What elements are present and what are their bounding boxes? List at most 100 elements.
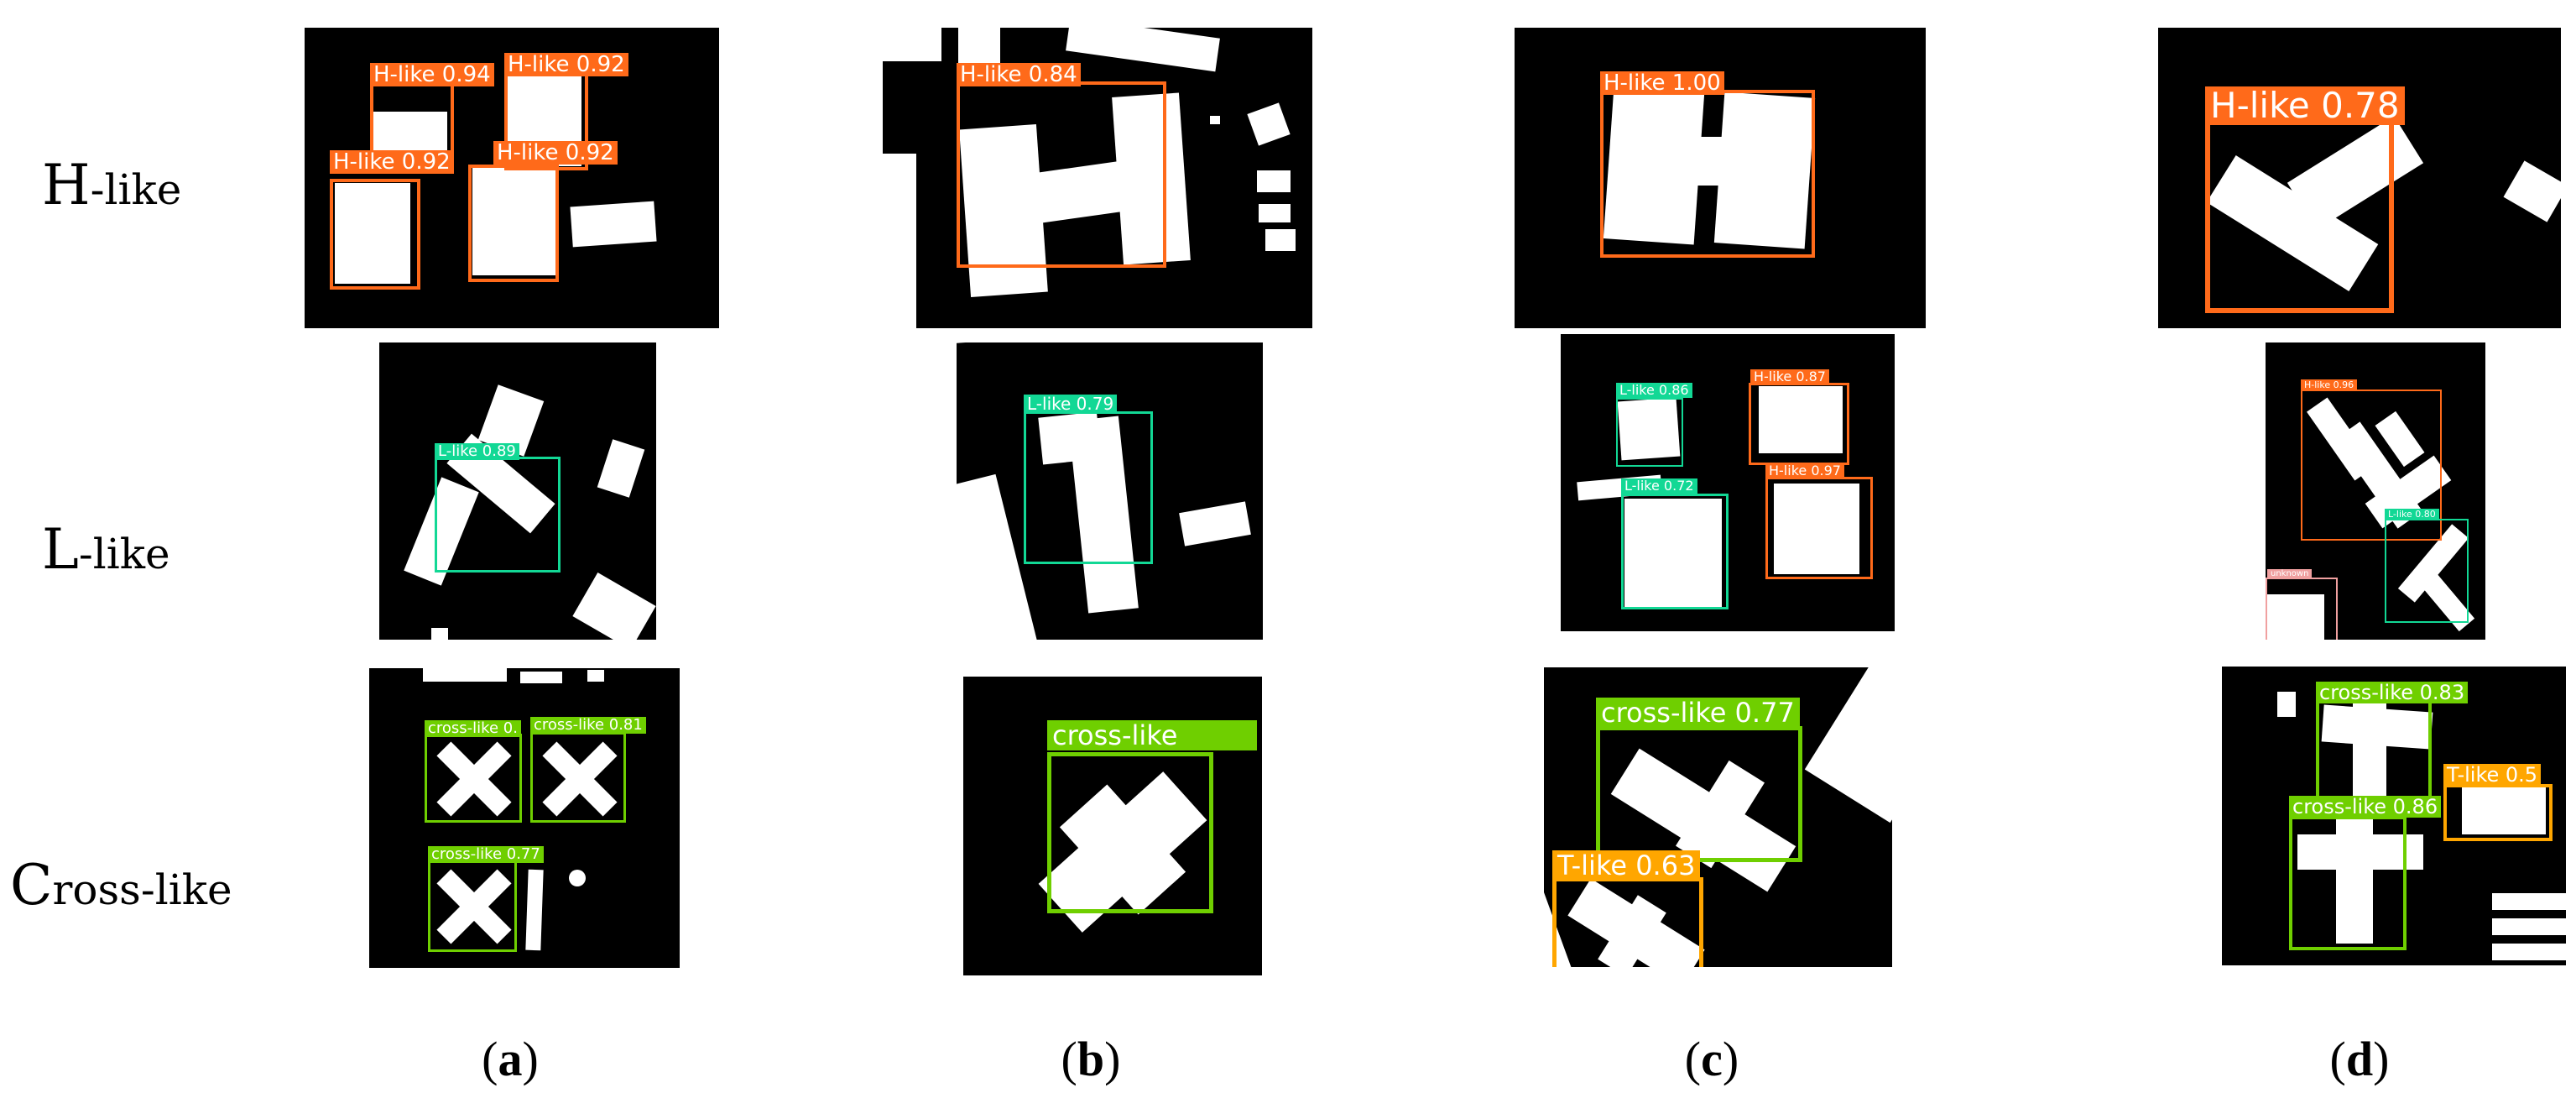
detection-box <box>1047 752 1213 913</box>
row-label-cross-like: Cross-like <box>10 858 287 913</box>
building <box>431 628 448 640</box>
detection-label: cross-like 0.83 <box>2316 682 2469 703</box>
background-wedge <box>1804 667 1892 824</box>
detection-box <box>425 734 522 823</box>
detection-label: H-like 0.96 <box>2301 379 2358 390</box>
detection-label: cross-like 0.77 <box>1596 698 1800 728</box>
paren-open: ( <box>482 1032 498 1086</box>
detection-label: H-like 0.92 <box>493 141 618 165</box>
detection-label: H-like 1.00 <box>1600 71 1724 95</box>
column-letter: a <box>498 1032 523 1086</box>
building <box>597 439 645 498</box>
row-label-rest: ross-like <box>52 865 232 914</box>
detection-label: L-like 0.80 <box>2385 509 2439 520</box>
building <box>2266 594 2324 640</box>
row-label-main: C <box>10 853 53 918</box>
building <box>2277 692 2296 717</box>
row-label-rest: -like <box>90 165 182 214</box>
detection-box <box>1596 726 1802 862</box>
detection-box <box>1765 477 1873 579</box>
paren-close: ) <box>2373 1032 2390 1086</box>
detection-box <box>428 860 517 952</box>
building <box>1759 386 1843 453</box>
building <box>587 670 604 682</box>
building <box>2492 918 2566 935</box>
panel-cross-like-b: cross-like <box>963 677 1262 975</box>
building <box>335 183 410 284</box>
detection-label: L-like 0.79 <box>1024 395 1118 413</box>
building <box>1265 229 1296 251</box>
detection-label: L-like 0.89 <box>435 443 519 460</box>
detection-label: cross-like 0.81 <box>530 717 646 734</box>
building <box>570 201 657 248</box>
detection-box <box>957 81 1166 268</box>
detection-box <box>1621 494 1729 609</box>
paren-open: ( <box>1061 1032 1077 1086</box>
building <box>1066 28 1220 72</box>
column-letter: d <box>2345 1032 2374 1086</box>
detection-box <box>2266 578 2338 640</box>
column-label-b: (b) <box>1061 1031 1121 1087</box>
detection-box <box>1749 383 1849 465</box>
detection-label: L-like 0.86 <box>1616 383 1692 398</box>
detection-label: H-like 0.87 <box>1750 369 1829 384</box>
detection-box <box>1616 398 1683 467</box>
detection-label: T-like 0.5 <box>2443 764 2542 786</box>
panel-h-like-b: H-like 0.84 <box>883 28 1312 328</box>
detection-box <box>2205 118 2394 313</box>
building <box>1259 204 1291 222</box>
panel-l-like-d: H-like 0.96 L-like 0.80 unknown <box>2266 342 2485 640</box>
detection-box <box>530 732 626 823</box>
detection-label: cross-like 0.77 <box>428 846 544 863</box>
building <box>472 166 556 275</box>
building <box>2462 784 2546 834</box>
paren-open: ( <box>2329 1032 2346 1086</box>
paren-open: ( <box>1684 1032 1702 1086</box>
row-label-main: L <box>42 517 79 582</box>
building <box>2353 692 2386 801</box>
panel-h-like-c: H-like 1.00 <box>1515 28 1926 328</box>
paren-close: ) <box>522 1032 539 1086</box>
detection-box <box>2289 816 2407 950</box>
detection-box <box>1024 411 1153 564</box>
detection-box <box>330 179 420 290</box>
background-wedge <box>957 342 1000 345</box>
detection-label: L-like 0.72 <box>1621 478 1697 494</box>
detection-label: unknown <box>2267 569 2313 579</box>
detection-label: H-like 0.97 <box>1765 463 1844 478</box>
paren-close: ) <box>1104 1032 1121 1086</box>
detection-label: H-like 0.84 <box>957 63 1081 86</box>
building <box>520 672 562 683</box>
building <box>883 154 916 328</box>
building <box>2492 944 2566 960</box>
building <box>1774 484 1859 574</box>
panel-cross-like-c: cross-like 0.77 T-like 0.63 <box>1544 667 1892 967</box>
building <box>572 573 656 640</box>
panel-l-like-a: L-like 0.89 <box>379 342 656 640</box>
panel-cross-like-a: cross-like 0. cross-like 0.81 cross-like… <box>369 668 680 968</box>
detection-label: H-like 0.78 <box>2205 86 2405 125</box>
column-letter: b <box>1077 1032 1105 1086</box>
detection-box <box>1552 877 1703 967</box>
column-label-a: (a) <box>482 1031 539 1087</box>
detection-label: T-like 0.63 <box>1552 850 1701 881</box>
detection-box <box>2301 390 2442 541</box>
building <box>569 870 586 886</box>
panel-h-like-d: H-like 0.78 <box>2158 28 2561 328</box>
row-label-rest: -like <box>78 530 170 578</box>
building <box>1179 501 1251 546</box>
building <box>1624 499 1722 608</box>
panel-cross-like-d: cross-like 0.83 T-like 0.5 cross-like 0.… <box>2222 667 2566 965</box>
building <box>2492 893 2566 910</box>
panel-l-like-b: L-like 0.79 <box>957 342 1263 640</box>
building <box>2503 160 2561 222</box>
building <box>1247 102 1291 146</box>
building <box>2336 818 2373 944</box>
detection-label: cross-like 0.86 <box>2289 796 2442 818</box>
building <box>525 869 544 951</box>
building <box>883 28 941 61</box>
detection-label: cross-like <box>1047 720 1257 750</box>
paren-close: ) <box>1722 1032 1739 1086</box>
building <box>1210 116 1220 124</box>
detection-box <box>2316 700 2432 808</box>
